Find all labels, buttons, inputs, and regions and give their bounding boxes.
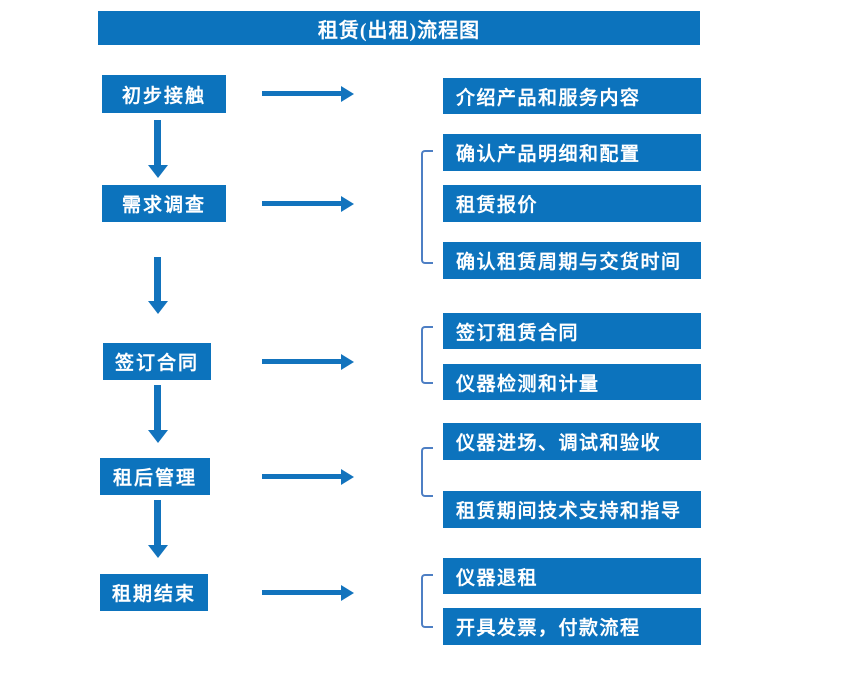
- output-box: 介绍产品和服务内容: [443, 78, 701, 114]
- stage-box-demand-survey: 需求调查: [102, 185, 226, 222]
- group-bracket: [421, 574, 433, 628]
- output-box: 仪器退租: [443, 558, 701, 594]
- stage-box-initial-contact: 初步接触: [102, 75, 226, 113]
- output-box: 开具发票，付款流程: [443, 608, 701, 645]
- stage-box-sign-contract: 签订合同: [103, 343, 211, 380]
- group-bracket: [421, 150, 433, 264]
- output-box: 租赁期间技术支持和指导: [443, 491, 701, 528]
- output-box: 确认租赁周期与交货时间: [443, 242, 701, 279]
- output-box: 仪器进场、调试和验收: [443, 423, 701, 460]
- arrow-right-icon: [262, 354, 354, 370]
- flowchart-title: 租赁(出租)流程图: [98, 11, 700, 45]
- arrow-down-icon: [148, 385, 168, 443]
- arrow-down-icon: [148, 120, 168, 178]
- stage-box-post-rental-management: 租后管理: [100, 458, 210, 495]
- output-box: 签订租赁合同: [443, 313, 701, 349]
- output-box: 仪器检测和计量: [443, 364, 701, 400]
- output-box: 确认产品明细和配置: [443, 134, 701, 171]
- group-bracket: [421, 326, 433, 384]
- group-bracket: [421, 447, 433, 497]
- arrow-right-icon: [262, 585, 354, 601]
- arrow-right-icon: [262, 196, 354, 212]
- arrow-down-icon: [148, 500, 168, 558]
- arrow-right-icon: [262, 86, 354, 102]
- arrow-right-icon: [262, 469, 354, 485]
- output-box: 租赁报价: [443, 185, 701, 222]
- stage-box-rental-end: 租期结束: [100, 574, 208, 611]
- arrow-down-icon: [148, 257, 168, 314]
